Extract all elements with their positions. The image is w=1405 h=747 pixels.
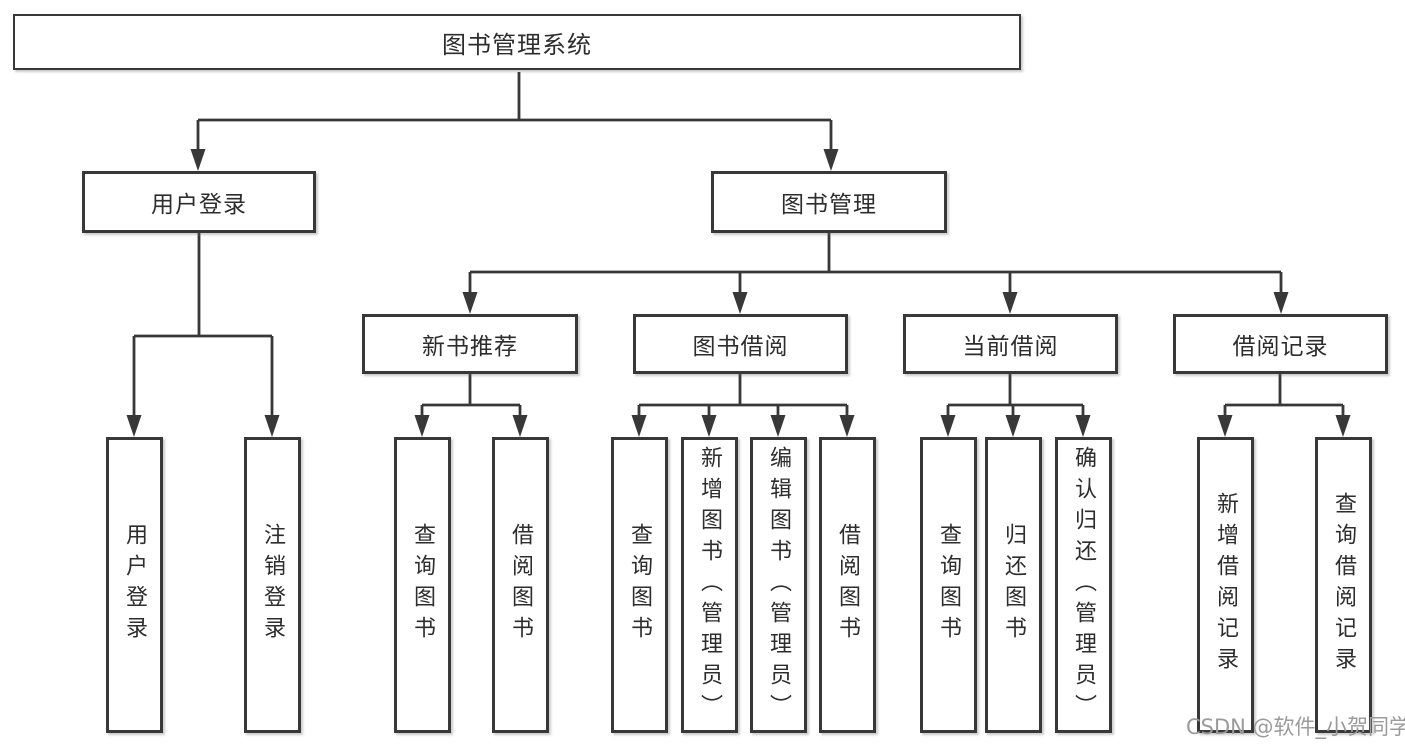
node-logout-action: 注销登录: [244, 437, 301, 733]
node-user-login: 用户登录: [82, 171, 316, 233]
node-query-borrow-record: 查询借阅记录: [1315, 437, 1372, 733]
connector-current-borrow-to-children: [940, 374, 1091, 437]
csdn-watermark: CSDN @软件_小贺同学: [1186, 715, 1405, 739]
node-current-borrow: 当前借阅: [903, 314, 1118, 374]
node-add-books-admin: 新增图书（管理员）: [681, 437, 738, 733]
node-add-borrow-record: 新增借阅记录: [1197, 437, 1254, 733]
node-root-system: 图书管理系统: [13, 14, 1021, 70]
node-new-book-recommend: 新书推荐: [362, 314, 578, 374]
connector-borrow-records-to-children: [1217, 374, 1351, 437]
connector-user-login-to-children: [126, 233, 280, 437]
connector-root-to-level2: [190, 72, 839, 171]
node-query-books-recommend: 查询图书: [394, 437, 451, 733]
node-borrow-books-action: 借阅图书: [819, 437, 876, 733]
connector-book-management-to-level3: [462, 233, 1289, 314]
node-query-books-current: 查询图书: [920, 437, 977, 733]
node-borrow-records: 借阅记录: [1173, 314, 1388, 374]
node-borrow-books-recommend: 借阅图书: [492, 437, 549, 733]
node-confirm-return-admin: 确认归还（管理员）: [1055, 437, 1112, 733]
connector-book-borrow-to-children: [631, 374, 855, 437]
node-book-borrow: 图书借阅: [633, 314, 848, 374]
node-edit-books-admin: 编辑图书（管理员）: [750, 437, 807, 733]
node-query-books-borrow: 查询图书: [611, 437, 668, 733]
node-user-login-action: 用户登录: [106, 437, 163, 733]
node-book-management: 图书管理: [711, 171, 947, 233]
connector-new-book-to-children: [414, 374, 528, 437]
node-return-books: 归还图书: [985, 437, 1042, 733]
